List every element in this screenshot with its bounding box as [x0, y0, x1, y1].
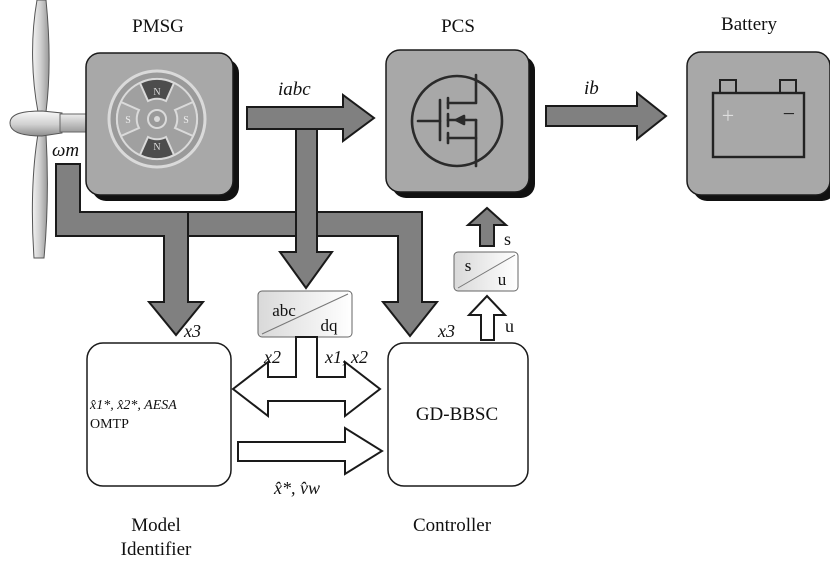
x3-left-label: x3: [183, 321, 201, 341]
pmsg-title: PMSG: [132, 16, 184, 37]
model-identifier-content-line1: x̂1*, x̂2*, AESA: [89, 398, 177, 413]
bidirectional-state-arrow: [231, 336, 382, 419]
s-signal-label: s: [504, 229, 511, 249]
s-label: s: [465, 256, 472, 275]
pcs-block: PCS: [385, 16, 535, 198]
omega-to-controller-arrow: [187, 211, 440, 338]
controller-caption: Controller: [413, 515, 492, 536]
ib-arrow: [545, 90, 668, 142]
u-signal-label: u: [505, 316, 514, 336]
x1-x2-label: x1, x2: [324, 347, 368, 367]
abc-label: abc: [272, 301, 296, 320]
battery-plus-icon: +: [722, 103, 734, 128]
model-identifier-block: x̂1*, x̂2*, AESA OMTP Model Identifier: [86, 342, 232, 560]
model-identifier-box: [86, 342, 232, 487]
pole-label-s-right: S: [183, 115, 189, 126]
iabc-to-abcdq-arrow: [278, 128, 334, 290]
battery-icon: + −: [711, 79, 806, 159]
x3-right-label: x3: [437, 321, 455, 341]
pole-label-n-top: N: [153, 87, 160, 98]
estimate-arrow: [237, 426, 384, 476]
controller-box: [387, 342, 529, 487]
omega-m-label: ωm: [52, 140, 79, 161]
pmsg-block: N S S N PMSG: [85, 16, 239, 201]
u-label: u: [498, 270, 507, 289]
dq-label: dq: [321, 316, 339, 335]
pole-label-s-left: S: [125, 115, 131, 126]
turbine-blade-top: [32, 0, 50, 113]
omega-to-model-arrow: [55, 163, 206, 337]
s-u-transform: s u: [453, 251, 519, 292]
turbine-blade-bottom: [31, 133, 48, 259]
model-identifier-caption-line1: Model: [131, 515, 181, 536]
model-identifier-caption-line2: Identifier: [121, 539, 192, 560]
u-arrow: [466, 294, 508, 341]
turbine-hub: [9, 110, 63, 137]
pcs-title: PCS: [441, 16, 475, 37]
battery-title: Battery: [721, 14, 777, 35]
pole-label-n-bottom: N: [153, 142, 160, 153]
controller-label: GD-BBSC: [416, 404, 498, 425]
transistor-icon: [410, 73, 504, 168]
abc-dq-transform: abc dq: [257, 290, 353, 338]
generator-icon: N S S N: [107, 69, 207, 169]
estimate-label: x̂*, v̂w: [273, 478, 320, 498]
iabc-arrow: [246, 93, 376, 143]
battery-block: + − Battery: [686, 14, 830, 201]
i-abc-label: iabc: [278, 79, 311, 100]
signal-labels: ωm iabc ib x3 x3 x2 x1, x2 s u x̂*, v̂w: [52, 78, 599, 498]
i-b-label: ib: [584, 78, 599, 99]
x2-label: x2: [263, 347, 281, 367]
wind-turbine: [9, 0, 91, 259]
battery-minus-icon: −: [783, 101, 795, 126]
controller-block: GD-BBSC Controller: [387, 342, 529, 536]
model-identifier-content-line2: OMTP: [90, 417, 129, 432]
s-arrow: [465, 206, 509, 247]
